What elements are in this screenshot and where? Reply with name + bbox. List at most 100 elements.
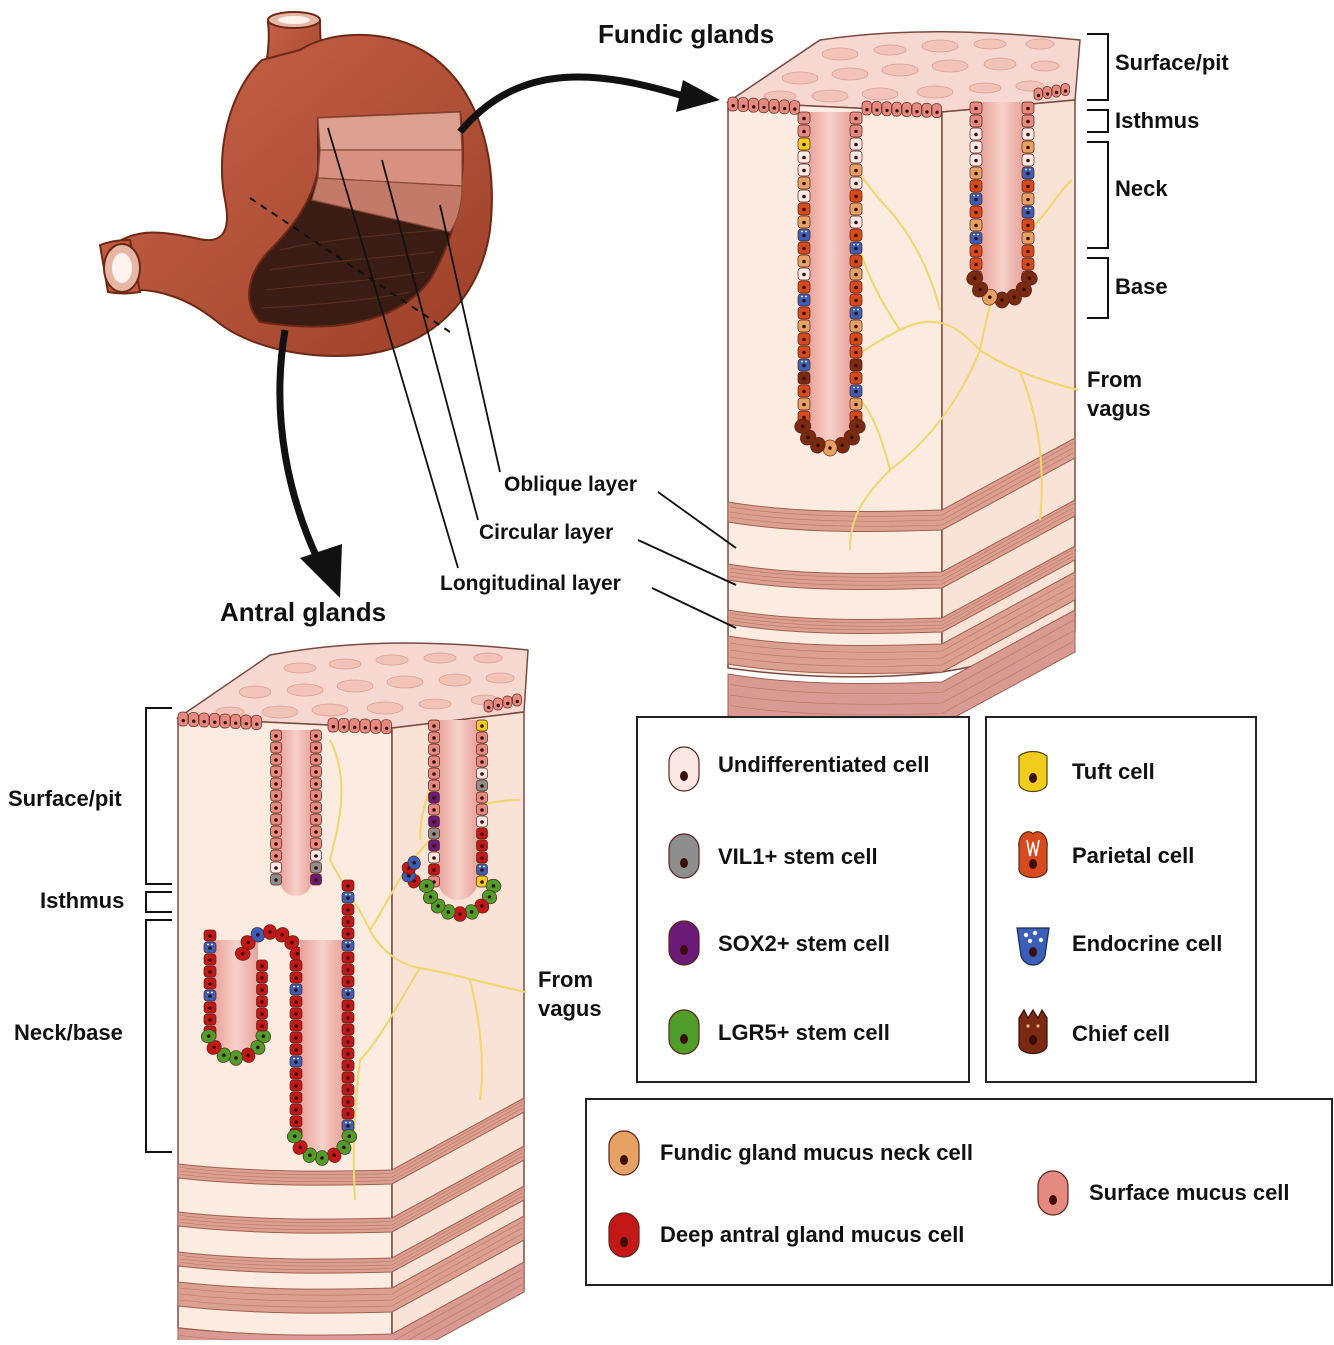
cut-layer-longitudinal bbox=[318, 112, 462, 150]
cell-nucleus bbox=[783, 107, 786, 110]
antral-zone-surface: Surface/pit bbox=[8, 786, 122, 811]
cell-nucleus bbox=[793, 107, 796, 110]
cell-nucleus bbox=[294, 976, 298, 980]
cell-nucleus bbox=[314, 782, 318, 786]
cell-nucleus bbox=[346, 932, 350, 936]
layer-pointer-lines bbox=[638, 492, 736, 628]
cell-nucleus bbox=[432, 784, 436, 788]
cell-nucleus bbox=[274, 734, 278, 738]
legend-lgr5-label: LGR5+ stem cell bbox=[718, 1020, 890, 1046]
legend-cell-nucleus bbox=[1029, 1035, 1037, 1045]
cell-nucleus bbox=[1026, 185, 1030, 189]
cell-nucleus bbox=[274, 794, 278, 798]
cell-nucleus bbox=[973, 276, 977, 280]
cell-nucleus bbox=[294, 1012, 298, 1016]
cell-nucleus bbox=[353, 726, 356, 729]
cell-nucleus bbox=[294, 1084, 298, 1088]
cell-nucleus bbox=[762, 106, 765, 109]
antral-vagus-line2: vagus bbox=[538, 996, 602, 1021]
cell-nucleus bbox=[314, 818, 318, 822]
cell-nucleus bbox=[731, 104, 734, 107]
cell-nucleus bbox=[346, 1076, 350, 1080]
legend-mucus-cells: Fundic gland mucus neck cell Deep antral… bbox=[585, 1098, 1333, 1286]
endocrine-granule bbox=[349, 894, 351, 896]
legend-cell-nucleus bbox=[620, 1237, 628, 1247]
cell-nucleus bbox=[974, 107, 978, 111]
legend-cell-nucleus bbox=[620, 1155, 628, 1165]
cell-nucleus bbox=[492, 884, 496, 888]
arrow-to-fundic bbox=[460, 77, 690, 132]
endocrine-granule bbox=[297, 1058, 299, 1060]
cell-nucleus bbox=[222, 1053, 226, 1057]
endocrine-granule bbox=[1029, 169, 1031, 171]
cell-nucleus bbox=[294, 964, 298, 968]
cell-nucleus bbox=[261, 1034, 265, 1038]
cell-nucleus bbox=[974, 263, 978, 267]
endocrine-granule bbox=[1029, 208, 1031, 210]
cell-nucleus bbox=[314, 770, 318, 774]
cell-nucleus bbox=[865, 108, 868, 111]
chief-granule bbox=[1036, 1024, 1039, 1027]
cell-nucleus bbox=[425, 884, 429, 888]
legend-vil1-label: VIL1+ stem cell bbox=[718, 844, 878, 870]
antral-zone-isthmus: Isthmus bbox=[40, 888, 124, 913]
cell-nucleus bbox=[885, 109, 888, 112]
cell-nucleus bbox=[208, 946, 212, 950]
endocrine-granule bbox=[293, 986, 295, 988]
cell-nucleus bbox=[245, 722, 248, 725]
cell-nucleus bbox=[294, 1048, 298, 1052]
cell-nucleus bbox=[208, 970, 212, 974]
cell-nucleus bbox=[294, 1120, 298, 1124]
cell-nucleus bbox=[432, 772, 436, 776]
cell-nucleus bbox=[346, 1052, 350, 1056]
cell-nucleus bbox=[314, 806, 318, 810]
cell-nucleus bbox=[854, 156, 858, 160]
endocrine-granule bbox=[805, 296, 807, 298]
legend-cell-shape bbox=[669, 1010, 699, 1054]
arrow-to-fundic-head bbox=[676, 80, 720, 112]
cell-nucleus bbox=[274, 878, 278, 882]
endocrine-granule bbox=[345, 1122, 347, 1124]
cell-nucleus bbox=[1026, 133, 1030, 137]
cell-nucleus bbox=[432, 736, 436, 740]
cell-nucleus bbox=[1026, 263, 1030, 267]
cell-nucleus bbox=[854, 234, 858, 238]
endocrine-granule bbox=[853, 244, 855, 246]
cell-nucleus bbox=[850, 436, 854, 440]
cell-nucleus bbox=[385, 727, 388, 730]
endocrine-granule bbox=[805, 361, 807, 363]
cell-nucleus bbox=[988, 295, 992, 299]
cell-nucleus bbox=[314, 878, 318, 882]
legend-cell-nucleus bbox=[680, 858, 688, 868]
cell-nucleus bbox=[974, 133, 978, 137]
endocrine-granule bbox=[801, 296, 803, 298]
cell-nucleus bbox=[802, 130, 806, 134]
cell-nucleus bbox=[752, 105, 755, 108]
cell-nucleus bbox=[294, 1108, 298, 1112]
endocrine-granule bbox=[345, 990, 347, 992]
cell-nucleus bbox=[346, 1112, 350, 1116]
cell-nucleus bbox=[854, 260, 858, 264]
cell-nucleus bbox=[1026, 198, 1030, 202]
cell-nucleus bbox=[346, 1100, 350, 1104]
cell-nucleus bbox=[1055, 91, 1058, 94]
endocrine-granule bbox=[1025, 169, 1027, 171]
cell-nucleus bbox=[432, 844, 436, 848]
cell-nucleus bbox=[432, 856, 436, 860]
cell-nucleus bbox=[480, 736, 484, 740]
cell-nucleus bbox=[432, 724, 436, 728]
cell-nucleus bbox=[412, 861, 416, 865]
cell-nucleus bbox=[346, 920, 350, 924]
cell-nucleus bbox=[314, 830, 318, 834]
cell-nucleus bbox=[497, 704, 500, 707]
endocrine-granule bbox=[293, 1058, 295, 1060]
cell-nucleus bbox=[974, 224, 978, 228]
legend-cell-nucleus bbox=[1049, 1195, 1057, 1205]
cell-nucleus bbox=[1046, 92, 1049, 95]
fundic-tissue-block bbox=[728, 32, 1080, 726]
legend-cell-shape bbox=[609, 1213, 639, 1257]
cell-nucleus bbox=[854, 286, 858, 290]
endocrine-granule bbox=[349, 942, 351, 944]
cell-nucleus bbox=[802, 299, 806, 303]
